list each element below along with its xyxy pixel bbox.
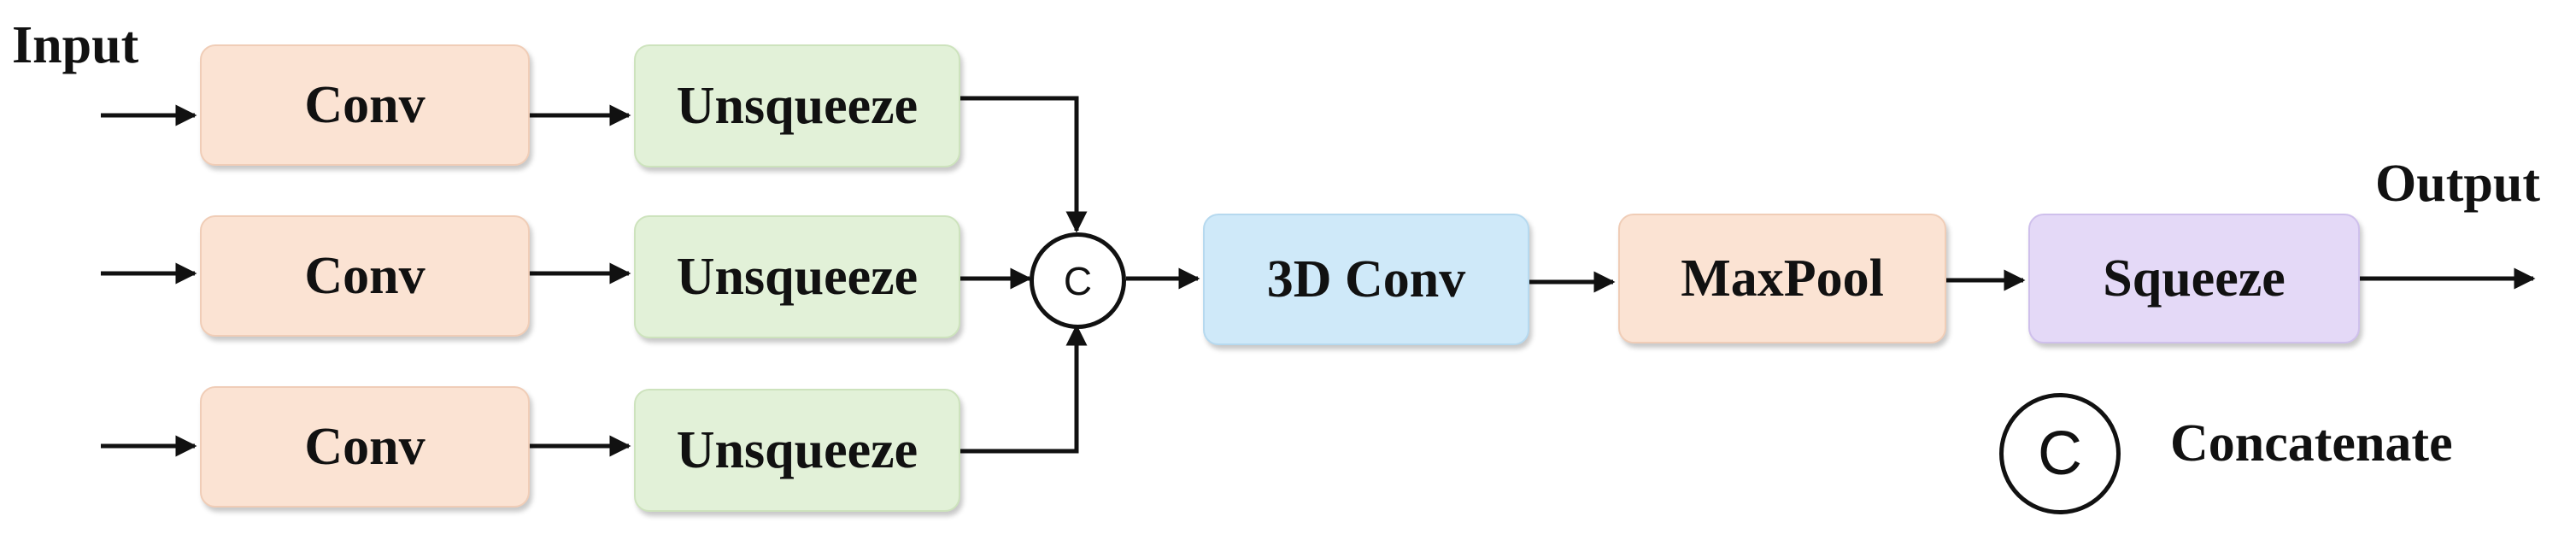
unsqueeze-block-2: Unsqueeze [634, 215, 960, 338]
conv-block-2: Conv [200, 215, 530, 337]
legend-concatenate-label: Concatenate [2170, 414, 2453, 472]
legend-concatenate-symbol: C [1999, 393, 2121, 514]
unsqueeze-block-3: Unsqueeze [634, 389, 960, 512]
conv-block-3: Conv [200, 386, 530, 508]
squeeze-block: Squeeze [2028, 214, 2360, 343]
unsqueeze-block-1: Unsqueeze [634, 44, 960, 167]
concatenate-node-symbol: C [1063, 258, 1093, 303]
legend-symbol-text: C [2038, 420, 2082, 488]
conv-block-1: Conv [200, 44, 530, 166]
maxpool-block: MaxPool [1618, 214, 1946, 343]
arrow-unsqueeze-3-concat [960, 324, 1088, 454]
output-label: Output [2375, 155, 2540, 213]
conv3d-block: 3D Conv [1203, 214, 1529, 345]
input-label: Input [12, 16, 139, 74]
concatenate-node: C [1030, 232, 1126, 329]
arrow-unsqueeze-1-concat [960, 96, 1088, 233]
